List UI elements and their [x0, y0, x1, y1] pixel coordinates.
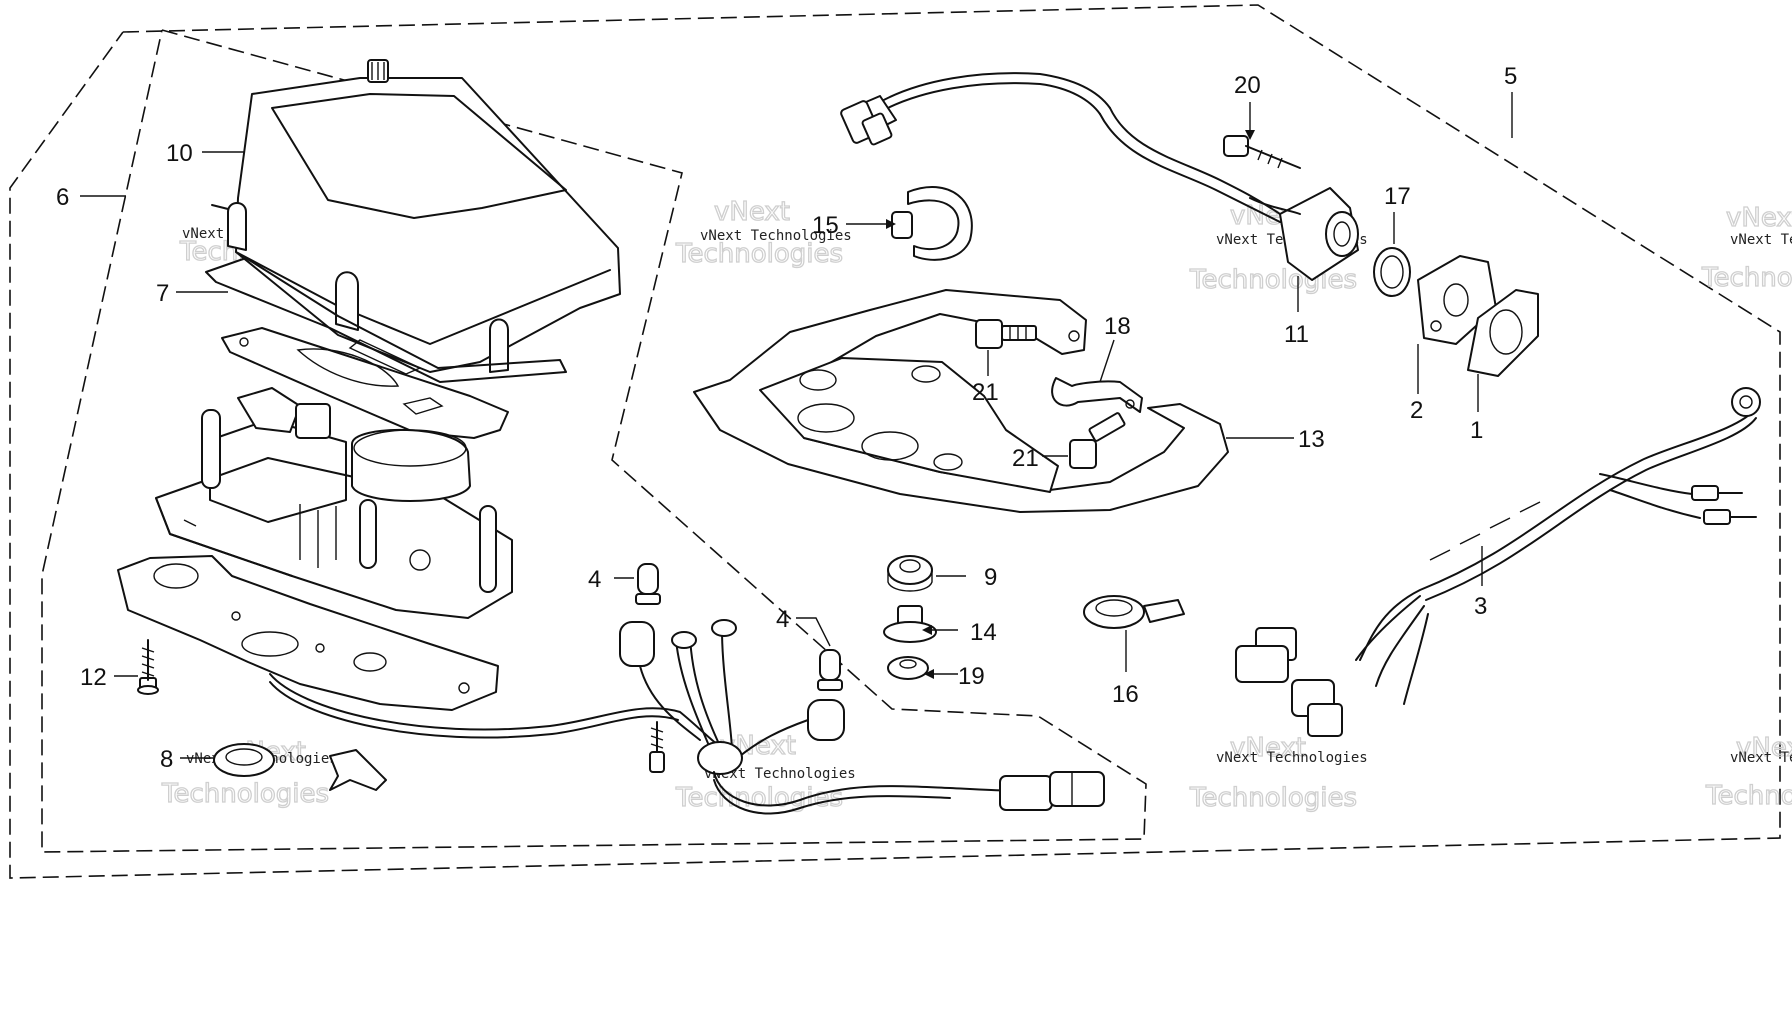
callout-8: 8: [160, 746, 173, 773]
callout-labels: 10 6 7 12 8 4 4 15 20 5 17 18 21 21 13 1…: [56, 63, 1517, 773]
callout-9: 9: [984, 564, 997, 591]
callout-20: 20: [1234, 72, 1261, 99]
watermark-small-4: vNext Technologies: [1730, 232, 1792, 248]
part-19-nut: [887, 656, 929, 680]
part-7-gasket: [205, 257, 567, 383]
part-21-bolt-lower: [1069, 412, 1126, 469]
callout-10: 10: [166, 140, 193, 167]
part-1-gasket: [1467, 289, 1539, 377]
callout-4-right: 4: [776, 606, 789, 633]
assembly-boundaries: [9, 4, 1781, 879]
callout-5: 5: [1504, 63, 1517, 90]
callout-21-lower: 21: [1012, 445, 1039, 472]
dial-plate: [221, 327, 509, 439]
callout-4-left: 4: [588, 566, 601, 593]
watermark-big-3: vNext: [714, 197, 790, 227]
callout-6: 6: [56, 184, 69, 211]
watermark-small-7: vNext Technologies: [1216, 750, 1368, 766]
meter-wire-harness: [269, 673, 741, 761]
meter-sub-harness: [619, 619, 1105, 815]
base-plate: [117, 555, 499, 711]
part-4-bulb-left: [635, 563, 661, 605]
part-8-grommet: [213, 743, 387, 791]
meter-mechanism: [155, 387, 513, 619]
watermark-big-16: Technologies: [1705, 781, 1792, 811]
part-16-clamp: [1083, 595, 1185, 629]
callout-18: 18: [1104, 313, 1131, 340]
part-17-o-ring: [1373, 247, 1411, 297]
callout-15: 15: [812, 212, 839, 239]
part-12-screw: [137, 639, 159, 695]
watermark-big-12: Technologies: [675, 783, 843, 813]
callout-12: 12: [80, 664, 107, 691]
watermark-big-6: Technologies: [1189, 265, 1357, 295]
leader-lines: [80, 92, 1513, 759]
callout-14: 14: [970, 619, 997, 646]
part-9-grommet: [887, 555, 933, 592]
part-15-band-clip: [891, 186, 973, 261]
watermark-big-7: vNext: [1726, 203, 1792, 233]
callout-16: 16: [1112, 681, 1139, 708]
watermark-small-8: vNext Technologies: [1730, 750, 1792, 766]
watermark-big-15: vNext: [1736, 733, 1792, 763]
part-14-collar: [883, 605, 937, 643]
watermark-big-8: Technologies: [1701, 263, 1792, 293]
part-3-main-harness: [1235, 387, 1761, 737]
watermark-big-4: Technologies: [675, 239, 843, 269]
watermark-big-13: vNext: [1230, 733, 1306, 763]
callout-1: 1: [1470, 417, 1483, 444]
outer-boundary: [9, 4, 1781, 879]
callout-3: 3: [1474, 593, 1487, 620]
watermark-big-14: Technologies: [1189, 783, 1357, 813]
part-11-speed-sensor: [1249, 187, 1359, 281]
part-10-meter-cover: [211, 59, 621, 373]
callout-21-upper: 21: [972, 379, 999, 406]
callout-7: 7: [156, 280, 169, 307]
part-20-bolt: [1223, 135, 1301, 169]
callout-17: 17: [1384, 183, 1411, 210]
watermark-big-10: Technologies: [161, 779, 329, 809]
callout-11: 11: [1284, 321, 1309, 348]
part-13-bracket: [693, 289, 1229, 513]
callout-19: 19: [958, 663, 985, 690]
watermark-small-2: vNext Technologies: [700, 228, 852, 244]
part-18-stay: [1051, 377, 1143, 413]
watermark-small-6: vNext Technologies: [704, 766, 856, 782]
part-11-sensor-wire: [840, 72, 1281, 223]
part-21-bolt-upper: [975, 319, 1037, 349]
callout-2: 2: [1410, 397, 1423, 424]
callout-13: 13: [1298, 426, 1325, 453]
part-4-bulb-right: [817, 649, 843, 691]
